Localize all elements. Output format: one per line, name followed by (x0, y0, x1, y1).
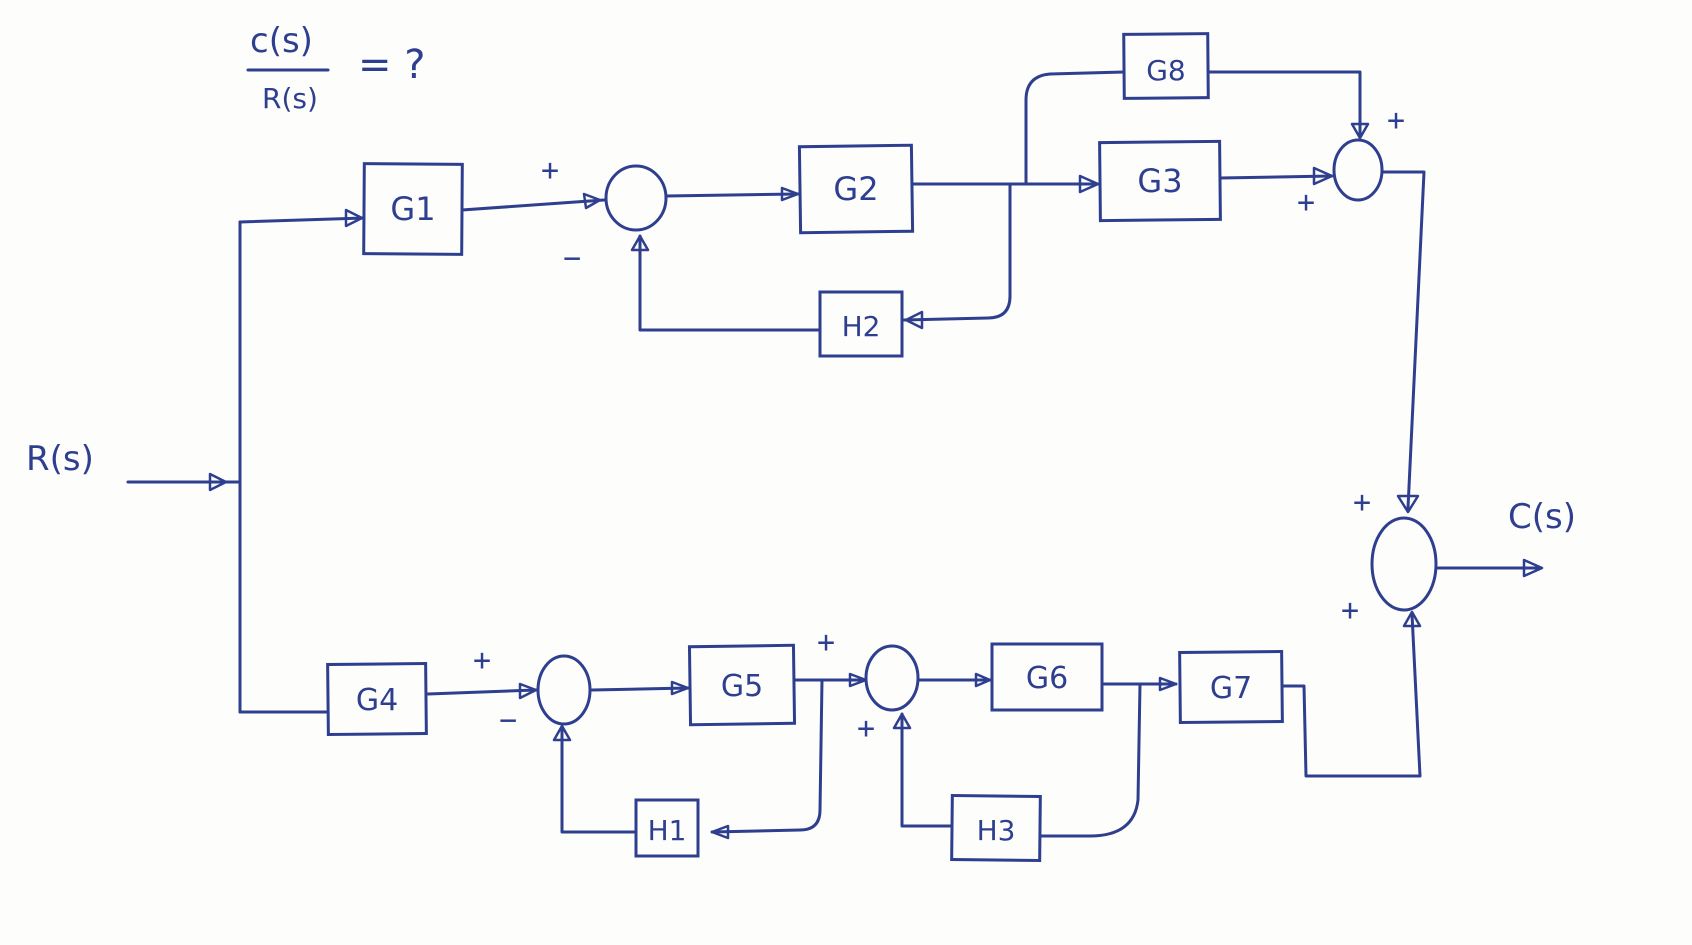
sign-sj3-feedback: − (499, 703, 517, 738)
arrow-sj4-fb (892, 712, 912, 730)
wire-h2-feedback-in (902, 182, 1012, 322)
block-h3: H3 (950, 794, 1042, 862)
input-label: R(s) (26, 439, 94, 479)
question-numerator: c(s) (250, 21, 313, 61)
sign-sj5-top: + (1353, 485, 1371, 520)
block-h2-label: H2 (842, 310, 881, 343)
arrow-sj1-fb (630, 234, 650, 252)
arrow-g6-in (974, 672, 992, 688)
sign-sj1-input: + (541, 153, 559, 188)
wire-h3-feedback-in (1038, 682, 1142, 838)
block-g4-label: G4 (356, 683, 398, 718)
wire-h2-feedback-out (638, 234, 822, 332)
block-g8: G8 (1122, 32, 1210, 100)
block-g6-label: G6 (1026, 661, 1068, 696)
arrow-sj5-bottom (1402, 610, 1422, 628)
sign-sj2-left: + (1297, 185, 1315, 220)
wire-sj2-to-sj5 (1378, 170, 1426, 510)
block-g1: G1 (362, 162, 464, 256)
arrow-h2-in (904, 310, 924, 330)
block-g7-label: G7 (1210, 671, 1252, 706)
sign-sj5-bottom: + (1341, 593, 1359, 628)
block-h1-label: H1 (648, 814, 687, 847)
arrow-sj1-in (582, 192, 602, 210)
block-g6: G6 (990, 642, 1104, 712)
arrow-sj3-fb (552, 724, 572, 742)
arrow-g2-in (780, 186, 800, 202)
block-g8-label: G8 (1146, 54, 1186, 87)
arrow-sj4-in (848, 672, 868, 688)
summing-junction-3 (536, 654, 592, 726)
arrow-input (208, 472, 228, 492)
arrow-g5-in (670, 680, 690, 696)
transfer-function-question: c(s) R(s) = ? (246, 21, 425, 115)
summing-junction-2 (1332, 138, 1384, 202)
wire-g4-to-sj3 (426, 688, 538, 696)
block-g4: G4 (326, 661, 428, 737)
arrow-sj2-top (1350, 122, 1370, 140)
sign-sj2-top: + (1387, 103, 1405, 138)
block-g5-label: G5 (721, 669, 763, 704)
arrow-sj3-in (518, 682, 538, 700)
arrow-g7-in (1158, 676, 1178, 692)
block-g3: G3 (1098, 139, 1222, 223)
arrow-output (1522, 558, 1544, 578)
block-g1-label: G1 (390, 190, 435, 228)
arrow-g1-in (344, 208, 364, 228)
wire-sj3-to-g5 (590, 686, 690, 692)
sign-sj3-input: + (473, 643, 491, 678)
block-g7: G7 (1178, 649, 1284, 725)
block-h1: H1 (634, 798, 700, 858)
wire-h1-feedback-in (710, 678, 824, 834)
wire-to-g1 (238, 216, 366, 224)
wire-g8-to-sj2 (1206, 70, 1362, 138)
question-equals: = ? (358, 42, 425, 88)
question-denominator: R(s) (262, 82, 318, 115)
block-h2: H2 (818, 290, 904, 358)
arrow-g3-in (1078, 174, 1100, 194)
output-label: C(s) (1508, 497, 1576, 537)
sign-sj4-input: + (817, 625, 835, 660)
arrow-h1-in (710, 824, 730, 840)
wire-sj1-to-g2 (664, 192, 800, 198)
block-g5: G5 (687, 643, 797, 727)
block-g2: G2 (797, 143, 915, 235)
summing-junction-4 (864, 644, 920, 712)
wire-to-g8 (1024, 70, 1126, 186)
block-h3-label: H3 (977, 814, 1016, 847)
arrow-sj2-left (1312, 166, 1334, 186)
summing-junction-1 (604, 164, 668, 232)
wire-h3-feedback-out (900, 712, 954, 828)
block-g3-label: G3 (1137, 162, 1182, 200)
wire-h1-feedback-out (560, 726, 638, 834)
sign-sj4-feedback: + (857, 711, 875, 746)
sign-sj1-feedback: − (563, 241, 581, 276)
summing-junction-5 (1370, 516, 1438, 612)
wire-g7-to-sj5 (1280, 612, 1422, 778)
arrow-sj5-top (1396, 494, 1420, 514)
wire-g1-to-sj1 (460, 198, 606, 212)
block-g2-label: G2 (833, 170, 878, 208)
